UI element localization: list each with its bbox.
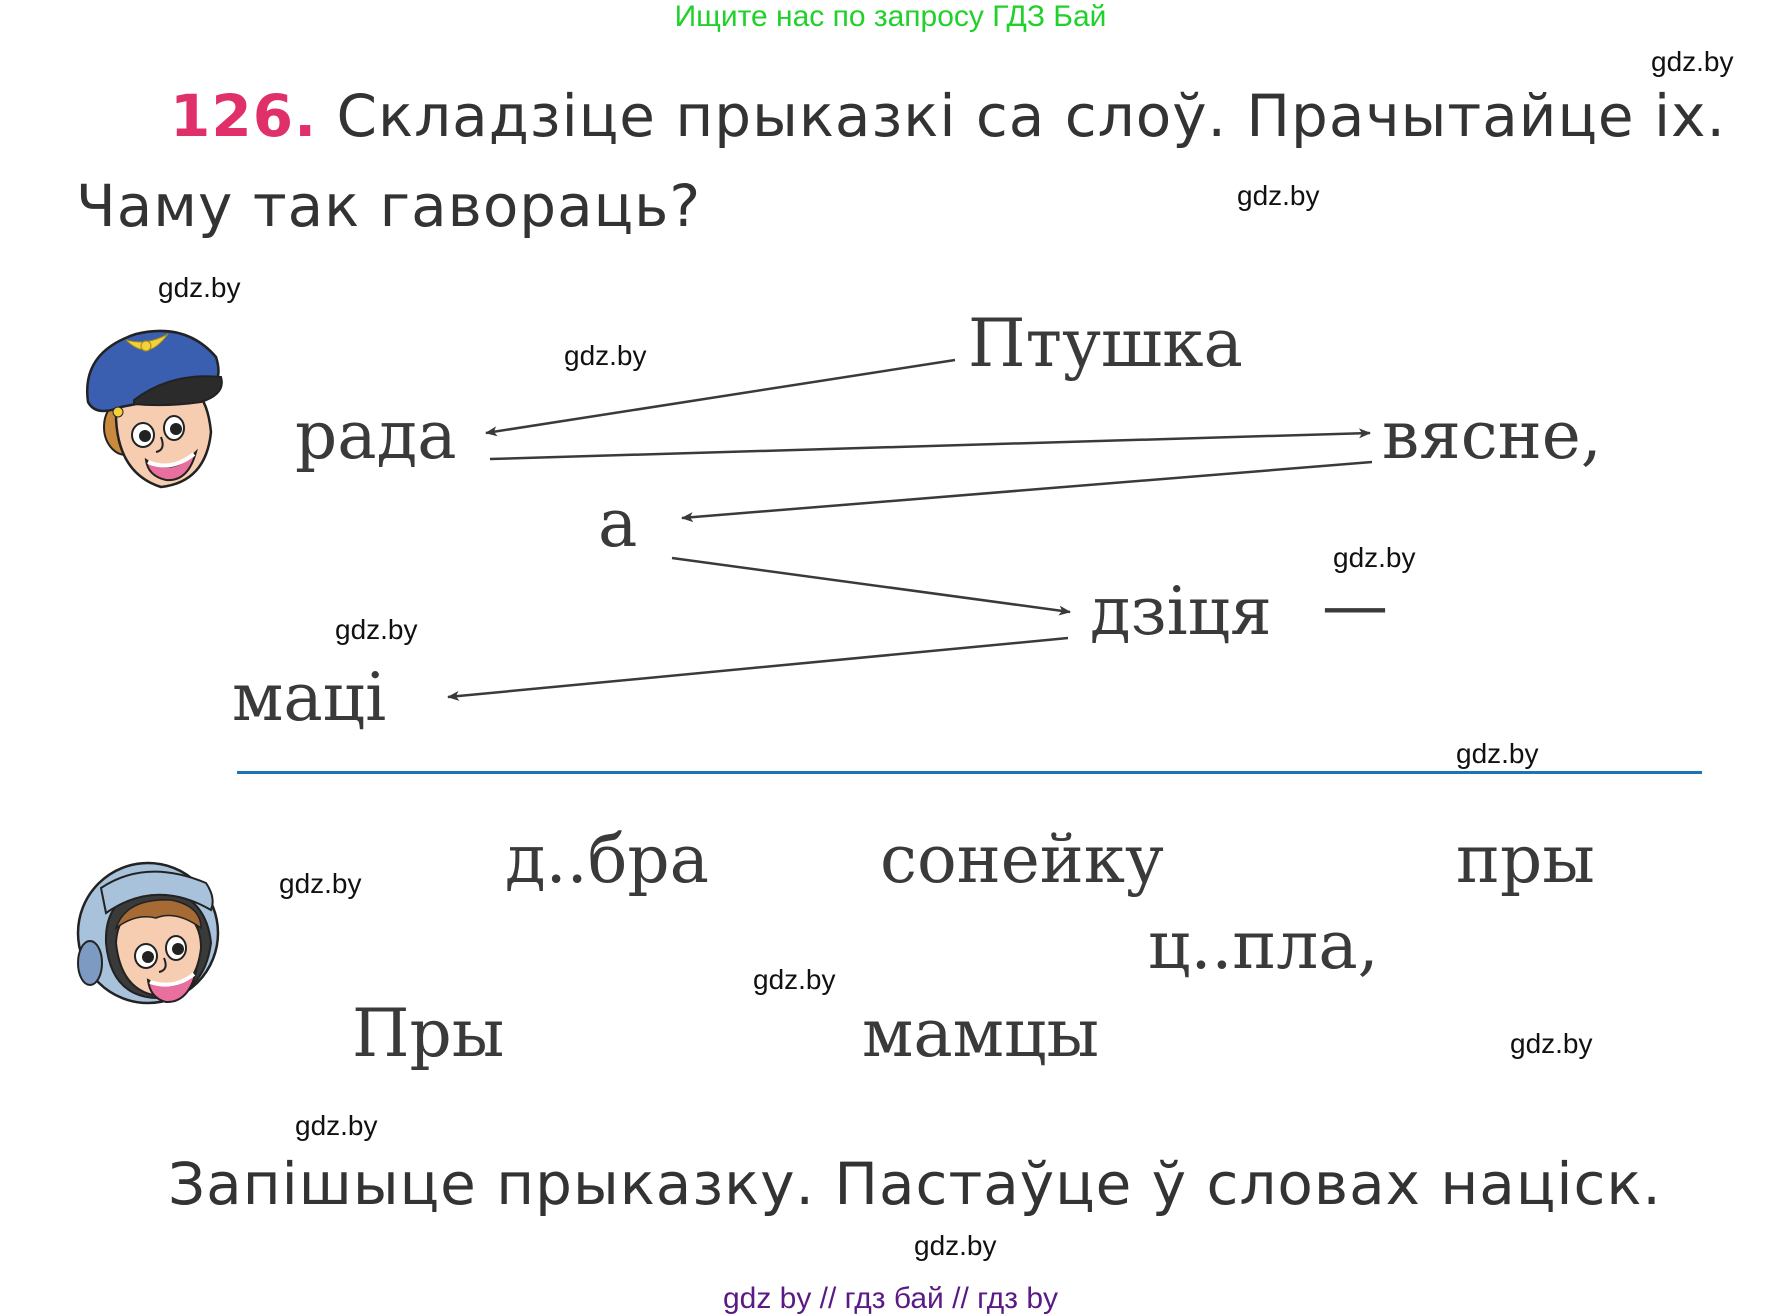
exercise-instruction: Складзіце прыказкі са слоў. Прачытайце і… [336,82,1726,150]
watermark: gdz.by [564,340,647,371]
word-dzitsya: дзіця [1090,573,1272,650]
watermark: gdz.by [1651,46,1734,77]
exercise-number: 126. [170,82,318,150]
watermark: gdz.by [1237,180,1320,211]
word-rada: рада [295,397,457,474]
word-pry-capital: Пры [352,995,505,1072]
word-matsi: маці [232,659,387,736]
word-vyasne: вясне, [1382,397,1602,474]
watermark: gdz.by [279,868,362,899]
section-divider [237,771,1702,774]
word-ptushka: Птушка [968,305,1243,382]
watermark: gdz.by [1456,738,1539,769]
watermark: gdz.by [914,1230,997,1261]
word-dobra: д..бра [505,821,709,898]
watermark: gdz.by [1510,1028,1593,1059]
exercise-heading-line1: 126. Складзіце прыказкі са слоў. Прачыта… [170,82,1726,150]
pilot-boy-icon [76,312,226,492]
search-banner: Ищите нас по запросу ГДЗ Бай [674,0,1107,33]
watermark: gdz.by [158,272,241,303]
word-tsepla: ц..пла, [1148,907,1379,984]
word-pry-lower: пры [1456,821,1595,898]
exercise-heading-line2: Чаму так гавораць? [76,172,702,240]
final-instruction: Запішыце прыказку. Пастаўце ў словах нац… [168,1150,1662,1218]
word-a: а [598,485,638,562]
word-mamtsy: мамцы [862,995,1099,1072]
watermark: gdz.by [335,614,418,645]
dash: — [1322,567,1388,644]
watermark: gdz.by [295,1110,378,1141]
watermark: gdz.by [753,964,836,995]
word-soneiku: сонейку [880,821,1164,898]
footer-links: gdz by // гдз бай // гдз by [722,1282,1059,1315]
watermark: gdz.by [1333,542,1416,573]
astronaut-boy-icon [76,848,226,1018]
